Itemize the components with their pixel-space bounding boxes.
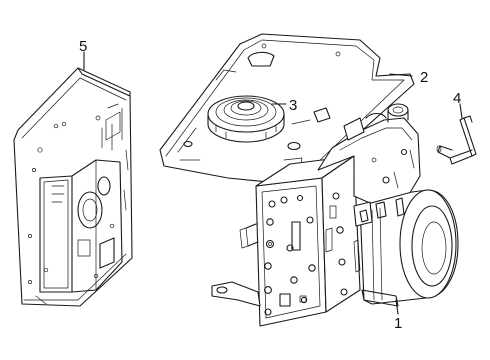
leader-lines (83, 51, 463, 315)
callout-labels: 1 2 3 4 5 (79, 38, 461, 332)
bracket-plate-part (13, 67, 133, 307)
key-tool-part (436, 115, 477, 165)
pump-assembly-part (211, 103, 459, 327)
callout-3: 3 (289, 97, 297, 114)
coil-spool-part (207, 95, 285, 143)
cover-plate-part (159, 33, 415, 187)
callout-2: 2 (420, 69, 428, 86)
callout-5: 5 (79, 38, 87, 55)
callout-1: 1 (394, 315, 402, 332)
callout-4: 4 (453, 90, 461, 107)
